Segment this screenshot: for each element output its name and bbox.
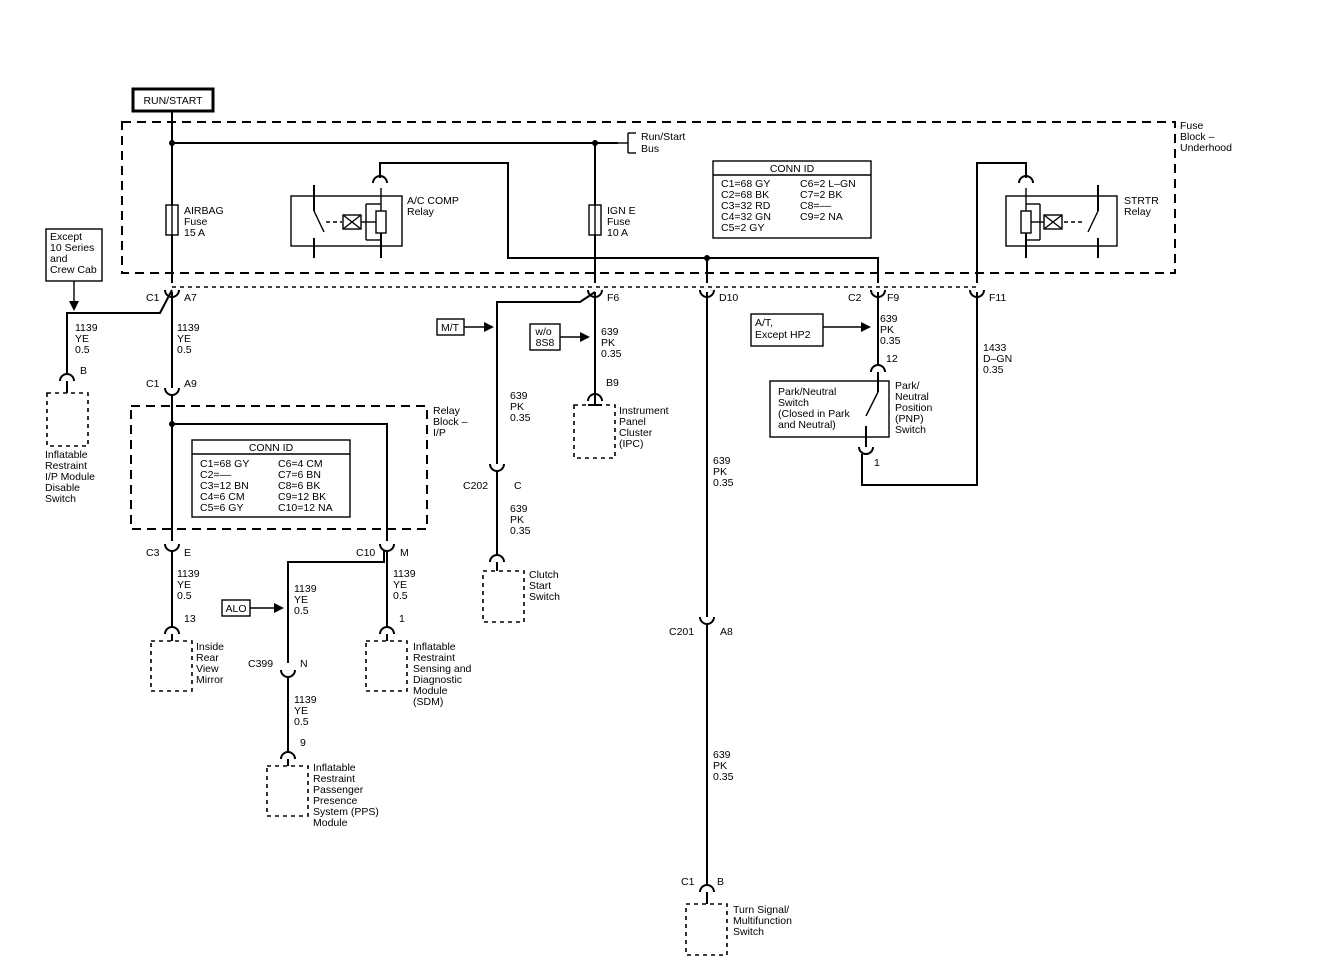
disable-switch-wire bbox=[46, 289, 173, 447]
sdm-wire bbox=[266, 543, 408, 817]
airbag-main-wire bbox=[164, 292, 180, 541]
fuse-block-label: Fuse Block – Underhood bbox=[1180, 120, 1232, 154]
conn-c1-label: C1 bbox=[146, 292, 160, 304]
pps-label: Inflatable Restraint Passenger Presence … bbox=[313, 762, 382, 829]
pnp-wires bbox=[858, 292, 978, 486]
pnp-label: Park/ Neutral Position (PNP) Switch bbox=[895, 380, 935, 436]
wire-1139-main: 1139 YE 0.5 bbox=[177, 322, 203, 356]
alo-arrow bbox=[250, 603, 284, 613]
conn-f9-label: F9 bbox=[887, 292, 899, 304]
conn-e-label: E bbox=[184, 547, 191, 559]
conn-id-relay-left: C1=68 GY C2=–– C3=12 BN C4=6 CM C5=6 GY bbox=[200, 458, 252, 514]
wo-tag: w/o 8S8 bbox=[534, 326, 554, 349]
wire-1139-pps-a: 1139 YE 0.5 bbox=[294, 583, 320, 617]
pn-switch-label: Park/Neutral Switch (Closed in Park and … bbox=[778, 386, 853, 431]
d10-wire bbox=[704, 255, 878, 283]
conn-d10-label: D10 bbox=[719, 292, 738, 304]
conn-c1-a9-label: C1 bbox=[146, 378, 160, 390]
pin-9-label: 9 bbox=[300, 737, 306, 749]
strtr-relay-label: STRTR Relay bbox=[1124, 195, 1162, 218]
pin-pnp-1-label: 1 bbox=[874, 457, 880, 469]
conn-m-label: M bbox=[400, 547, 409, 559]
conn-c202-label: C202 bbox=[463, 480, 488, 492]
conn-a7-label: A7 bbox=[184, 292, 197, 304]
relay-block-wire bbox=[169, 421, 388, 541]
turn-signal-wire bbox=[685, 292, 728, 956]
pn-switch-box bbox=[769, 380, 890, 438]
relay-block-label: Relay Block – I/P bbox=[433, 405, 470, 439]
conn-f11-label: F11 bbox=[989, 292, 1006, 304]
wire-639-clutch-b: 639 PK 0.35 bbox=[510, 503, 531, 537]
mt-arrow bbox=[464, 322, 494, 332]
at-tag-box bbox=[750, 313, 824, 347]
ac-comp-relay bbox=[290, 162, 879, 283]
wire-639-pnp: 639 PK 0.35 bbox=[880, 313, 901, 347]
pin-b-turn-label: B bbox=[717, 876, 724, 888]
conn-id-table-relay bbox=[191, 439, 351, 518]
wire-1139-sdm: 1139 YE 0.5 bbox=[393, 568, 419, 602]
f6-wires bbox=[482, 291, 616, 623]
wire-1139-disable: 1139 YE 0.5 bbox=[75, 322, 101, 356]
conn-id-relay-title: CONN ID bbox=[249, 442, 294, 454]
sdm-label: Inflatable Restraint Sensing and Diagnos… bbox=[413, 641, 474, 708]
pin-12-label: 12 bbox=[886, 353, 898, 365]
ac-comp-relay-label: A/C COMP Relay bbox=[407, 195, 462, 218]
conn-c-label: C bbox=[514, 480, 522, 492]
wire-1433: 1433 D–GN 0.35 bbox=[983, 342, 1015, 376]
conn-id-relay-right: C6=4 CM C7=6 BN C8=6 BK C9=12 BK C10=12 … bbox=[278, 458, 333, 514]
alo-tag: ALO bbox=[225, 603, 246, 615]
conn-a9-label: A9 bbox=[184, 378, 197, 390]
pin-1-label: 1 bbox=[399, 613, 405, 625]
clutch-label: Clutch Start Switch bbox=[529, 569, 562, 603]
wire-639-clutch-a: 639 PK 0.35 bbox=[510, 390, 531, 424]
conn-id-table-top bbox=[712, 160, 872, 239]
wire-639-turn-b: 639 PK 0.35 bbox=[713, 749, 734, 783]
conn-a8-label: A8 bbox=[720, 626, 733, 638]
ipc-label: Instrument Panel Cluster (IPC) bbox=[619, 405, 672, 450]
at-tag: A/T, Except HP2 bbox=[755, 317, 811, 341]
wire-639-ipc: 639 PK 0.35 bbox=[601, 326, 622, 360]
conn-id-top-left: C1=68 GY C2=68 BK C3=32 RD C4=32 GN C5=2… bbox=[721, 178, 774, 234]
disable-switch-label: Inflatable Restraint I/P Module Disable … bbox=[45, 449, 98, 505]
conn-id-top-right: C6=2 L–GN C7=2 BK C8=–– C9=2 NA bbox=[800, 178, 859, 223]
mirror-wire bbox=[150, 543, 193, 692]
wire-1139-mirror: 1139 YE 0.5 bbox=[177, 568, 203, 602]
conn-n-label: N bbox=[300, 658, 308, 670]
conn-c2-label: C2 bbox=[848, 292, 862, 304]
except-note: Except 10 Series and Crew Cab bbox=[50, 231, 97, 276]
power-label: RUN/START bbox=[143, 95, 203, 107]
conn-f6-label: F6 bbox=[607, 292, 619, 304]
conn-c10-label: C10 bbox=[356, 547, 375, 559]
at-arrow bbox=[823, 322, 871, 332]
fuse-block-outline bbox=[121, 121, 1176, 274]
except-note-arrow bbox=[69, 281, 79, 311]
turn-signal-label: Turn Signal/ Multifunction Switch bbox=[733, 904, 795, 938]
mirror-label: Inside Rear View Mirror bbox=[196, 641, 227, 686]
conn-c201-label: C201 bbox=[669, 626, 694, 638]
pin-b-label: B bbox=[80, 365, 87, 377]
conn-c3-label: C3 bbox=[146, 547, 160, 559]
pin-13-label: 13 bbox=[184, 613, 196, 625]
mt-tag: M/T bbox=[441, 322, 460, 334]
bus-label: Run/Start Bus bbox=[641, 131, 688, 155]
wo-tag-box bbox=[529, 323, 561, 351]
conn-c399-label: C399 bbox=[248, 658, 273, 670]
conn-c1-turn-label: C1 bbox=[681, 876, 695, 888]
pin-b9-label: B9 bbox=[606, 377, 619, 389]
conn-id-top-title: CONN ID bbox=[770, 163, 815, 175]
airbag-fuse-label: AIRBAG Fuse 15 A bbox=[184, 205, 227, 239]
wire-1139-pps-b: 1139 YE 0.5 bbox=[294, 694, 320, 728]
strtr-relay bbox=[976, 162, 1118, 283]
wire-639-turn-a: 639 PK 0.35 bbox=[713, 455, 734, 489]
wo-arrow bbox=[560, 332, 590, 342]
ign-e-fuse-label: IGN E Fuse 10 A bbox=[607, 205, 639, 239]
